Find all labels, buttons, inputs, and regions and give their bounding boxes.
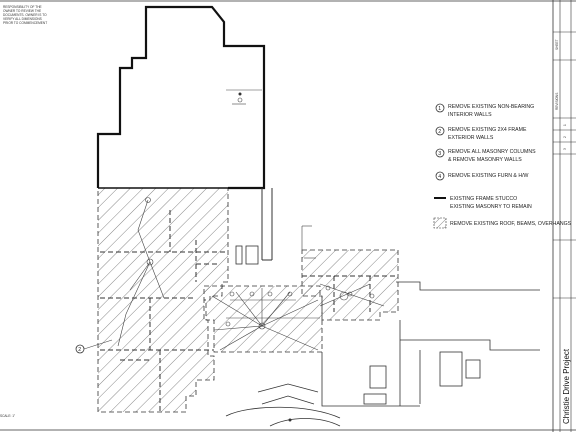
scale-label: SCALE: 1": [0, 414, 15, 418]
plan-legend: EXISTING FRAME STUCCO EXISTING MASONRY T…: [433, 196, 572, 229]
disclaimer-line: DOCUMENTS. OWNER IS TO: [3, 13, 47, 17]
note-line: INTERIOR WALLS: [448, 112, 492, 118]
corridor-walls: [235, 188, 273, 265]
disclaimer-line: OWNER TO REVIEW THE: [3, 9, 41, 13]
note-line: REMOVE ALL MASONRY COLUMNS: [448, 149, 536, 155]
note-item: 3 REMOVE ALL MASONRY COLUMNS & REMOVE MA…: [435, 148, 536, 163]
revision-cell: 3: [563, 148, 567, 150]
note-line: REMOVE EXISTING NON-BEARING: [448, 104, 534, 110]
revision-cell: 2: [563, 136, 567, 138]
note-item: 2 REMOVE EXISTING 2X4 FRAME EXTERIOR WAL…: [435, 126, 527, 141]
legend-wall-line: EXISTING MASONRY TO REMAIN: [450, 204, 532, 210]
interior-partitions: [100, 197, 231, 412]
demolition-notes: 1 REMOVE EXISTING NON-BEARING INTERIOR W…: [435, 103, 536, 181]
legend-wall-line: EXISTING FRAME STUCCO: [450, 196, 517, 202]
revision-cell: 1: [563, 124, 567, 126]
sheet-label: SHEET: [555, 39, 559, 50]
project-title: Christie Drive Project: [562, 348, 571, 424]
note-number: 3: [438, 151, 441, 157]
note-number: 4: [438, 174, 441, 180]
disclaimer-line: RESPONSIBILITY OF THE: [3, 5, 42, 9]
note-line: REMOVE EXISTING FURN & H/W: [448, 173, 529, 179]
note-item: 4 REMOVE EXISTING FURN & H/W: [435, 171, 529, 181]
disclaimer-note: RESPONSIBILITY OF THE OWNER TO REVIEW TH…: [3, 5, 47, 25]
legend-hatch: REMOVE EXISTING ROOF, BEAMS, OVERHANGS: [450, 221, 572, 227]
right-block-details: [302, 257, 398, 312]
revisions-label: REVISIONS: [555, 93, 559, 110]
disclaimer-line: PRIOR TO COMMENCEMENT: [3, 21, 47, 25]
existing-structure-right: [301, 225, 540, 407]
note-line: EXTERIOR WALLS: [448, 135, 494, 141]
note-line: REMOVE EXISTING 2X4 FRAME: [448, 127, 527, 133]
lower-site-features: [225, 383, 341, 427]
callout-marker: 2: [75, 339, 113, 354]
note-line: & REMOVE MASONRY WALLS: [448, 157, 522, 163]
disclaimer-line: VERIFY ALL DIMENSIONS: [3, 17, 42, 21]
note-number: 1: [438, 106, 441, 112]
callout-number: 2: [78, 347, 81, 353]
note-number: 2: [438, 129, 441, 135]
hatch-symbol: [433, 217, 447, 229]
title-block: SHEET REVISIONS 1 2 3 Christie Drive Pro…: [552, 0, 576, 432]
note-item: 1 REMOVE EXISTING NON-BEARING INTERIOR W…: [435, 103, 534, 118]
hall-fixture-lines: [211, 288, 320, 351]
existing-walls-to-remain: [96, 5, 266, 190]
